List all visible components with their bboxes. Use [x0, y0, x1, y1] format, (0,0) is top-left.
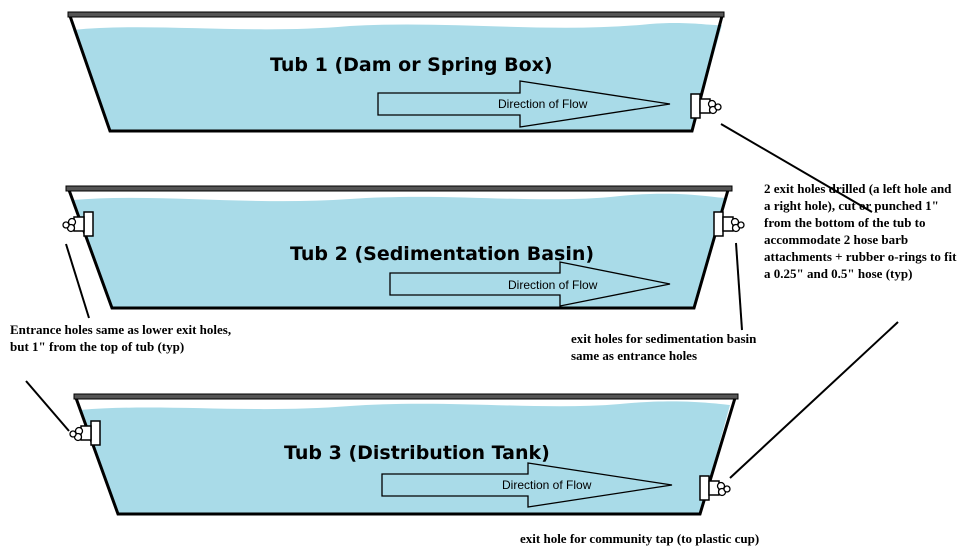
note-community-tap: exit hole for community tap (to plastic … — [520, 531, 760, 546]
leader-line-community-tap — [729, 321, 899, 479]
leader-line-exit-holes — [720, 123, 873, 213]
tub-1-flow-arrow — [377, 80, 671, 128]
tub-2-rim — [65, 185, 733, 192]
tub-1-rim — [67, 11, 725, 18]
tub-3-flow-label: Direction of Flow — [502, 478, 592, 492]
tub-2: Direction of Flow Tub 2 (Sedimentation B… — [62, 185, 745, 310]
tub-2-flow-arrow — [389, 261, 671, 307]
note-entrance-holes: Entrance holes same as lower exit holes,… — [10, 322, 232, 354]
tub-1-outline — [68, 15, 724, 133]
tub-2-title: Tub 2 (Sedimentation Basin) — [290, 243, 594, 265]
hose-barb-icon — [69, 420, 101, 446]
leader-line-sedimentation-exit — [735, 242, 743, 331]
tub-3-outline — [74, 397, 737, 516]
leader-line-entrance-holes-tub2 — [65, 243, 90, 319]
tub-1: Direction of Flow Tub 1 (Dam or Spring B… — [67, 11, 725, 133]
leader-line-entrance-holes-tub3 — [25, 380, 70, 432]
tub-2-flow-label: Direction of Flow — [508, 278, 598, 292]
hose-barb-icon — [699, 475, 731, 501]
note-exit-holes: 2 exit holes drilled (a left hole and a … — [764, 181, 957, 281]
note-sedimentation-exit: exit holes for sedimentation basin same … — [571, 331, 757, 363]
tub-3-flow-arrow — [381, 462, 673, 508]
tub-3-title: Tub 3 (Distribution Tank) — [284, 442, 550, 464]
tub-3: Direction of Flow Tub 3 (Distribution Ta… — [69, 393, 739, 516]
tub-1-flow-label: Direction of Flow — [498, 97, 588, 111]
tub-3-rim — [73, 393, 739, 400]
tub-1-title: Tub 1 (Dam or Spring Box) — [270, 54, 553, 76]
hose-barb-icon — [690, 93, 722, 119]
hose-barb-icon — [713, 211, 745, 237]
tub-2-outline — [67, 189, 730, 310]
hose-barb-icon — [62, 211, 94, 237]
